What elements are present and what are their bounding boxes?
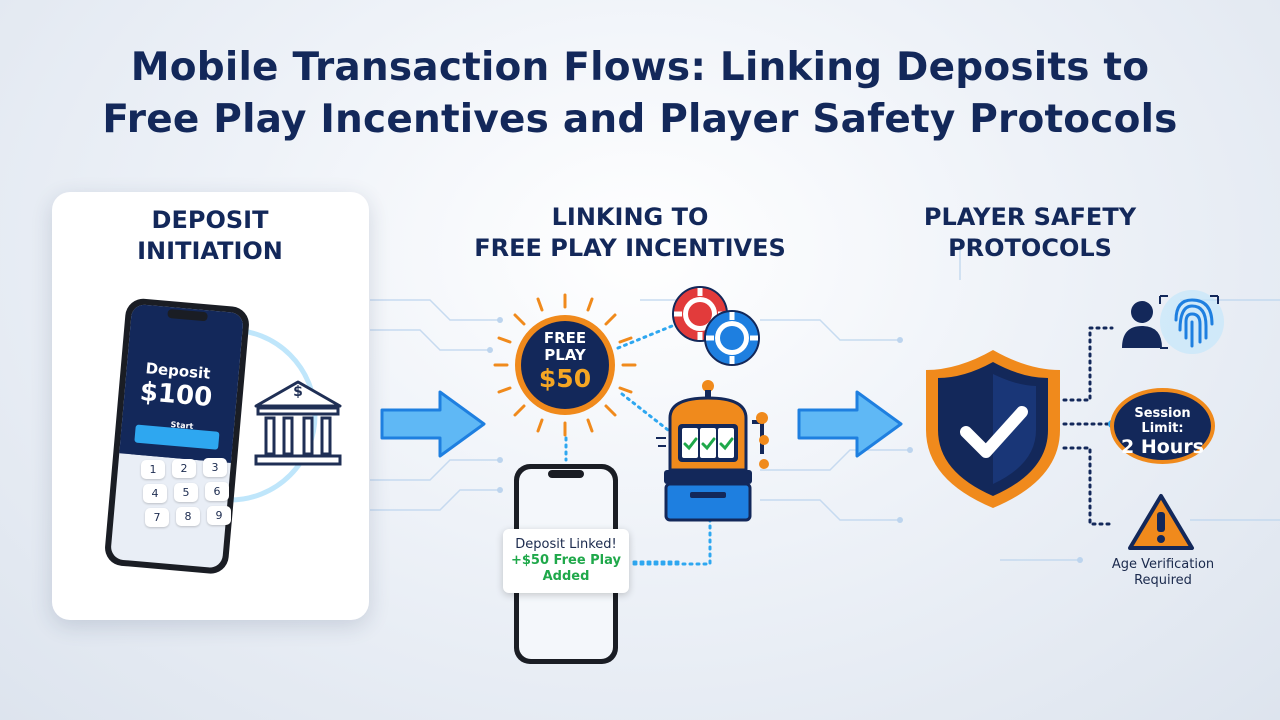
stage-title-safety: PLAYER SAFETY PROTOCOLS [923,203,1137,262]
keypad-key[interactable]: 6 [205,482,229,501]
session-limit-badge: Session Limit: 2 Hours [1110,388,1215,464]
stage-title-free-play: LINKING TO FREE PLAY INCENTIVES [474,203,786,262]
keypad-key[interactable]: 3 [203,458,227,477]
bank-icon [254,380,342,466]
keypad-key[interactable]: 1 [141,460,165,479]
slot-machine-icon [656,380,769,522]
arrow-right-icon [797,390,903,458]
deposit-phone [105,298,249,574]
free-play-badge [493,293,637,437]
dotted-connectors [564,324,680,564]
page-title: Mobile Transaction Flows: Linking Deposi… [102,45,1178,142]
stage-title-deposit: DEPOSIT INITIATION [137,206,283,265]
keypad-key[interactable]: 8 [176,507,200,526]
shield-check-icon [926,350,1060,508]
fingerprint-user-icon [1122,290,1224,354]
keypad-key[interactable]: 7 [145,508,169,527]
deposit-linked-notification: Deposit Linked! +$50 Free Play Added [503,529,629,593]
keypad-key[interactable]: 9 [207,506,231,525]
casino-chip-icon [672,286,760,366]
arrow-right-icon [380,390,486,458]
age-verification-label: Age Verification Required [1111,557,1215,588]
free-play-amount: $50 [538,364,592,393]
keypad-key[interactable]: 2 [172,459,196,478]
warning-icon [1128,494,1194,550]
keypad-key[interactable]: 5 [174,483,198,502]
keypad-key[interactable]: 4 [143,484,167,503]
bank-symbol: $ [293,384,303,400]
free-play-label-1: FREE [543,329,587,347]
free-play-label-2: PLAY [544,346,586,364]
